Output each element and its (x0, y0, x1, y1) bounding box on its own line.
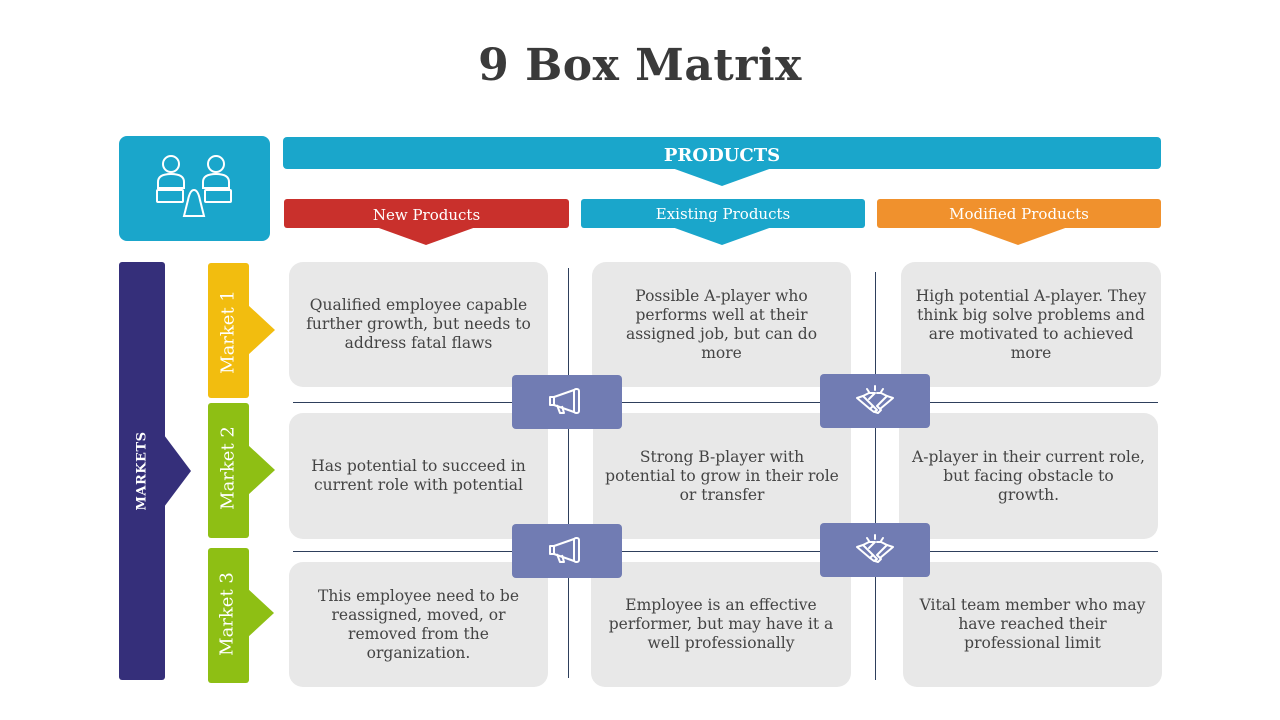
markets-bar (119, 262, 165, 680)
matrix-cell-r2-c1: Has potential to succeed in current role… (289, 413, 548, 539)
matrix-cell-r1-c2: Possible A-player who performs well at t… (592, 262, 851, 387)
megaphone-icon-box-bottom (512, 524, 622, 578)
row-label-market-2: Market 2 (217, 426, 239, 510)
column-header-modified-products: Modified Products (877, 199, 1161, 228)
row-label-market-1: Market 1 (217, 290, 239, 374)
matrix-cell-r1-c3: High potential A-player. They think big … (901, 262, 1161, 387)
grid-divider-horizontal-1 (293, 402, 1158, 403)
megaphone-icon (549, 388, 580, 414)
handshake-icon-box-top (820, 374, 930, 428)
megaphone-icon (549, 537, 580, 563)
matrix-cell-r3-c1: This employee need to be reassigned, mov… (289, 562, 548, 687)
row-pointer-market-1 (248, 305, 275, 355)
column-pointer-existing-products (672, 227, 772, 245)
column-pointer-modified-products (968, 227, 1068, 245)
handshake-icon (856, 534, 894, 563)
column-header-existing-products: Existing Products (581, 199, 865, 228)
column-pointer-new-products (376, 227, 476, 245)
grid-divider-horizontal-2 (293, 551, 1158, 552)
markets-pointer (164, 435, 191, 507)
row-pointer-market-2 (248, 445, 275, 495)
row-header-market-2 (208, 403, 249, 538)
people-icon (156, 155, 232, 217)
megaphone-icon-box-top (512, 375, 622, 429)
page-title: 9 Box Matrix (478, 40, 802, 91)
products-pointer (672, 168, 772, 186)
matrix-cell-r3-c3: Vital team member who may have reached t… (903, 562, 1162, 687)
products-header: PRODUCTS (283, 137, 1161, 169)
row-header-market-1 (208, 263, 249, 398)
row-header-market-3 (208, 548, 249, 683)
matrix-cell-r2-c3: A-player in their current role, but faci… (899, 413, 1158, 539)
handshake-icon-box-bottom (820, 523, 930, 577)
matrix-cell-r3-c2: Employee is an effective performer, but … (591, 562, 851, 687)
matrix-cell-r1-c1: Qualified employee capable further growt… (289, 262, 548, 387)
matrix-cell-r2-c2: Strong B-player with potential to grow i… (593, 413, 851, 539)
grid-divider-vertical-2 (875, 272, 876, 680)
grid-divider-vertical-1 (568, 268, 569, 678)
column-header-new-products: New Products (284, 199, 569, 228)
handshake-icon (856, 385, 894, 414)
corner-panel (119, 136, 270, 241)
markets-label: MARKETS (134, 431, 150, 511)
row-pointer-market-3 (247, 588, 274, 638)
row-label-market-3: Market 3 (216, 572, 238, 656)
